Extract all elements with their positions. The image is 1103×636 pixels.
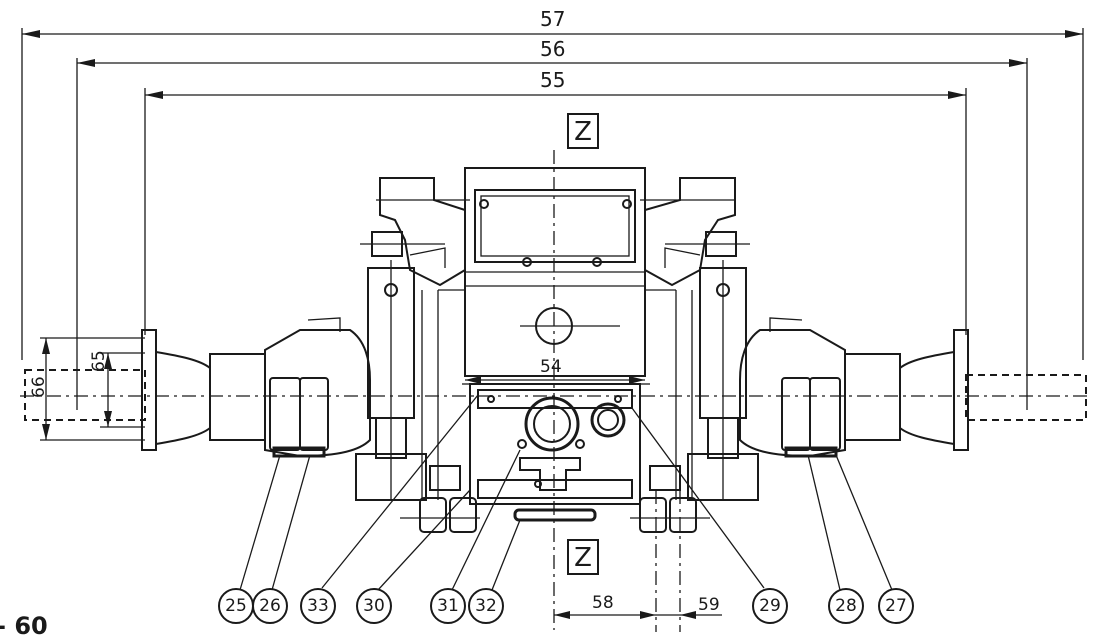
- dim-54-label: 54: [540, 357, 562, 377]
- dim-66-label: 66: [29, 376, 49, 398]
- right-strut: [675, 260, 759, 501]
- dimension-55: 55: [144, 68, 967, 335]
- dimension-54: 54: [465, 357, 645, 384]
- svg-text:26: 26: [259, 596, 281, 616]
- svg-text:33: 33: [307, 596, 329, 616]
- svg-text:30: 30: [363, 596, 385, 616]
- svg-text:28: 28: [835, 596, 857, 616]
- dim-56-label: 56: [540, 37, 565, 61]
- left-outer-housing: [264, 317, 371, 458]
- dim-57-label: 57: [540, 7, 565, 31]
- callout-25: 25: [218, 588, 254, 624]
- callout-31: 31: [430, 588, 466, 624]
- svg-text:27: 27: [885, 596, 907, 616]
- dim-59-label: 59: [698, 595, 720, 615]
- callout-32: 32: [468, 588, 504, 624]
- left-flange: [141, 329, 266, 451]
- dimension-58: 58: [554, 593, 656, 619]
- right-flange: [844, 329, 969, 451]
- figure-label: - 60: [0, 612, 48, 636]
- differential-cover: [462, 383, 650, 522]
- callout-30: 30: [356, 588, 392, 624]
- lower-bolts-right: [630, 465, 710, 632]
- dim-55-label: 55: [540, 68, 565, 92]
- right-shaft: [965, 374, 1087, 421]
- dim-65-label: 65: [89, 350, 109, 372]
- callout-29: 29: [752, 588, 788, 624]
- section-mark-top: Z: [567, 113, 599, 149]
- section-z-top: Z: [574, 117, 592, 147]
- center-housing: [438, 167, 676, 377]
- left-strut: [355, 260, 439, 501]
- leader-lines: [239, 394, 893, 591]
- dimension-56: 56: [76, 37, 1028, 410]
- right-outer-housing: [739, 317, 846, 458]
- dimension-57: 57: [21, 7, 1084, 360]
- callout-28: 28: [828, 588, 864, 624]
- section-mark-bottom: Z: [567, 539, 599, 575]
- svg-text:25: 25: [225, 596, 247, 616]
- svg-text:29: 29: [759, 596, 781, 616]
- callout-26: 26: [252, 588, 288, 624]
- callout-27: 27: [878, 588, 914, 624]
- svg-text:31: 31: [437, 596, 459, 616]
- dimension-59: 59: [656, 595, 722, 619]
- section-z-bottom: Z: [574, 543, 592, 573]
- left-upper-bracket: [360, 177, 470, 287]
- svg-text:32: 32: [475, 596, 497, 616]
- dim-58-label: 58: [592, 593, 614, 613]
- left-shaft: [24, 337, 146, 441]
- right-upper-bracket: [640, 177, 750, 287]
- callout-33: 33: [300, 588, 336, 624]
